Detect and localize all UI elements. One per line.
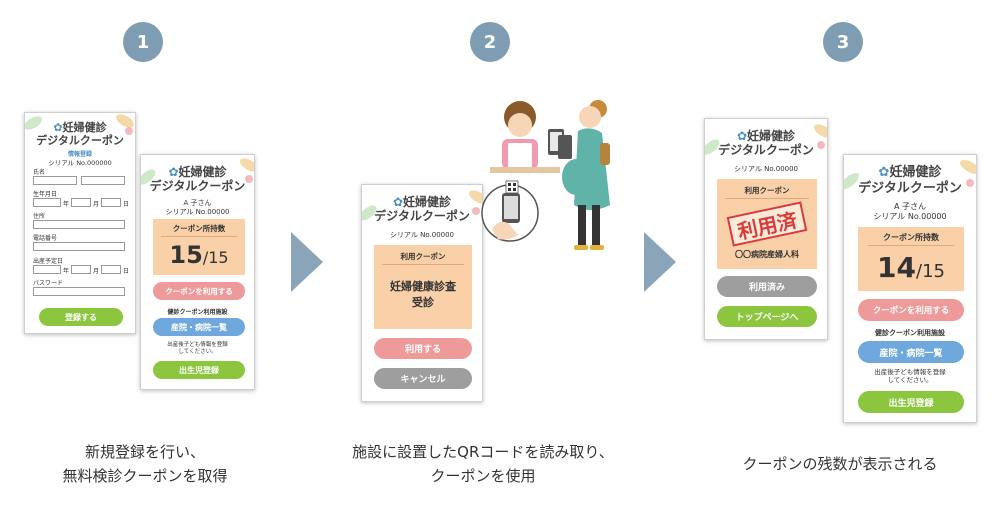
coupon-detail-panel: 利用クーポン 利用済 〇〇病院産婦人科 bbox=[717, 179, 817, 269]
coupon-count: 15/15 bbox=[153, 241, 245, 269]
register-button[interactable]: 登録する bbox=[39, 308, 123, 326]
top-page-button[interactable]: トップページへ bbox=[717, 306, 817, 327]
birth-month-field[interactable] bbox=[71, 198, 91, 207]
coupon-detail-panel: 利用クーポン 妊婦健康診査 受診 bbox=[374, 245, 472, 329]
postbirth-note: 出産後子ども情報を登録してください。 bbox=[141, 342, 254, 355]
due-year-field[interactable] bbox=[33, 265, 61, 274]
brand-title: ✿妊婦健診デジタルクーポン bbox=[25, 121, 135, 147]
serial-number: シリアル No.000000 bbox=[25, 157, 135, 167]
birth-day-field[interactable] bbox=[101, 198, 121, 207]
serial-number: シリアル No.00000 bbox=[844, 211, 976, 222]
use-button[interactable]: 利用する bbox=[374, 338, 472, 359]
phone-field[interactable] bbox=[33, 242, 125, 251]
serial-number: シリアル No.00000 bbox=[362, 230, 482, 240]
last-name-field[interactable] bbox=[33, 176, 77, 185]
holding-label: クーポン所持数 bbox=[161, 223, 237, 237]
day-label: 日 bbox=[123, 199, 129, 208]
coupon-count-panel: クーポン所持数 14/15 bbox=[858, 227, 964, 291]
birth-register-button[interactable]: 出生児登録 bbox=[858, 391, 964, 413]
step-1-badge: 1 bbox=[123, 22, 163, 62]
step-3-badge: 3 bbox=[823, 22, 863, 62]
name-label: 氏名 bbox=[33, 167, 45, 176]
address-label: 住所 bbox=[33, 211, 45, 220]
use-coupon-button[interactable]: クーポンを利用する bbox=[858, 299, 964, 321]
facilities-list-button[interactable]: 産院・病院一覧 bbox=[858, 341, 964, 363]
flower-icon: ✿ bbox=[393, 195, 403, 209]
postbirth-note: 出産後子ども情報を登録してください。 bbox=[844, 369, 976, 385]
cancel-button[interactable]: キャンセル bbox=[374, 368, 472, 389]
use-coupon-screen: ✿妊婦健診デジタルクーポン シリアル No.00000 利用クーポン 妊婦健康診… bbox=[361, 184, 483, 402]
brand-title: ✿妊婦健診デジタルクーポン bbox=[705, 129, 827, 158]
facilities-label: 健診クーポン利用施設 bbox=[844, 328, 976, 338]
phone-label: 電話番号 bbox=[33, 233, 57, 242]
first-name-field[interactable] bbox=[81, 176, 125, 185]
brand-title: ✿妊婦健診デジタルクーポン bbox=[141, 165, 254, 194]
serial-number: シリアル No.00000 bbox=[141, 207, 254, 217]
step-1-caption: 新規登録を行い、 無料検診クーポンを取得 bbox=[30, 440, 260, 488]
birth-label: 生年月日 bbox=[33, 189, 57, 198]
coupon-label: 利用クーポン bbox=[382, 251, 464, 265]
flower-icon: ✿ bbox=[879, 165, 890, 180]
day-label: 日 bbox=[123, 266, 129, 275]
due-day-field[interactable] bbox=[101, 265, 121, 274]
address-field[interactable] bbox=[33, 220, 125, 229]
step-3-caption: クーポンの残数が表示される bbox=[700, 452, 980, 476]
due-month-field[interactable] bbox=[71, 265, 91, 274]
facilities-list-button[interactable]: 産院・病院一覧 bbox=[153, 318, 245, 336]
coupon-home-screen-updated: ✿妊婦健診デジタルクーポン A 子さん シリアル No.00000 クーポン所持… bbox=[843, 154, 977, 423]
arrow-right-icon bbox=[291, 232, 323, 292]
arrow-right-icon bbox=[644, 232, 676, 292]
flower-icon: ✿ bbox=[737, 129, 747, 143]
month-label: 月 bbox=[93, 266, 99, 275]
due-date-label: 出産予定日 bbox=[33, 256, 63, 265]
password-field[interactable] bbox=[33, 287, 125, 296]
birth-year-field[interactable] bbox=[33, 198, 61, 207]
coupon-item: 妊婦健康診査 受診 bbox=[374, 279, 472, 311]
brand-title: ✿妊婦健診デジタルクーポン bbox=[362, 195, 482, 224]
use-coupon-button[interactable]: クーポンを利用する bbox=[153, 282, 245, 300]
step-2-badge: 2 bbox=[470, 22, 510, 62]
flower-icon: ✿ bbox=[168, 165, 178, 179]
coupon-home-screen: ✿妊婦健診デジタルクーポン A 子さん シリアル No.00000 クーポン所持… bbox=[140, 154, 255, 390]
coupon-label: 利用クーポン bbox=[725, 185, 809, 199]
used-stamp: 利用済 bbox=[727, 201, 808, 246]
step-2-caption: 施設に設置したQRコードを読み取り、 クーポンを使用 bbox=[318, 440, 648, 488]
qr-scan-illustration bbox=[478, 95, 628, 270]
brand-title: ✿妊婦健診デジタルクーポン bbox=[844, 165, 976, 196]
serial-number: シリアル No.00000 bbox=[705, 164, 827, 174]
month-label: 月 bbox=[93, 199, 99, 208]
coupon-count: 14/15 bbox=[858, 251, 964, 284]
holding-label: クーポン所持数 bbox=[868, 232, 954, 246]
year-label: 年 bbox=[63, 266, 69, 275]
used-button: 利用済み bbox=[717, 276, 817, 297]
coupon-count-panel: クーポン所持数 15/15 bbox=[153, 219, 245, 275]
password-label: パスワード bbox=[33, 278, 63, 287]
year-label: 年 bbox=[63, 199, 69, 208]
birth-register-button[interactable]: 出生児登録 bbox=[153, 361, 245, 379]
registration-screen: ✿妊婦健診デジタルクーポン 情報登録 シリアル No.000000 氏名 生年月… bbox=[24, 112, 136, 334]
flower-icon: ✿ bbox=[53, 121, 62, 134]
hospital-name: 〇〇病院産婦人科 bbox=[717, 249, 817, 260]
used-coupon-screen: ✿妊婦健診デジタルクーポン シリアル No.00000 利用クーポン 利用済 〇… bbox=[704, 118, 828, 340]
facilities-label: 健診クーポン利用施設 bbox=[141, 307, 254, 316]
